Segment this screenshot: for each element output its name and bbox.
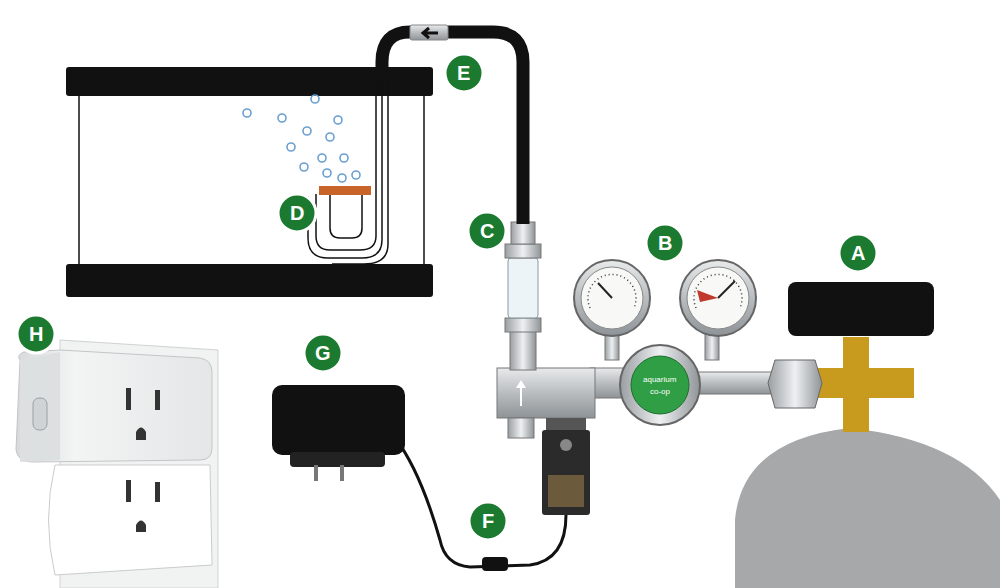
smart-plug-outlet [16,340,218,588]
solenoid-connector [548,475,584,507]
regulator-body [590,345,700,425]
gauge-face [581,267,643,329]
callout-letter: B [658,233,672,253]
gauge-rim [574,260,650,336]
brand-text: co-op [650,388,670,396]
solenoid-coil [542,430,590,515]
co2-cylinder [735,282,1000,588]
callout-letter: C [480,221,494,241]
tank-tubing [308,75,382,258]
counter-nut [505,244,541,258]
inlet-pipe [690,372,780,394]
gauge-red-zone [697,290,718,302]
callout-letter: G [315,343,331,363]
gauge-face [687,267,749,329]
check-valve [410,25,448,40]
ferrite-bead [482,557,508,571]
adapter-prong [314,465,318,481]
tank-tubing [330,194,362,238]
outlet-face [49,465,213,575]
flow-arrow-head [516,380,526,388]
check-valve-body [410,25,448,40]
outlet-slot [126,480,131,502]
tank-bottom-frame [66,264,433,297]
cylinder-nut [768,360,822,408]
power-adapter [272,385,405,481]
callout-letter: A [851,243,865,263]
gauge-needle [598,283,612,298]
callout-letter: E [457,63,470,83]
needle-valve-knob [508,418,534,438]
solenoid-manifold [497,368,595,515]
gauge-scale [588,274,636,308]
smart-plug-button [33,398,47,430]
valve-handle [788,282,934,336]
bubble-counter [505,222,541,370]
counter-base [510,330,536,370]
solenoid-wire [395,438,566,567]
gauge-rim [680,260,756,336]
tank-side [423,92,425,268]
regulator-housing [620,345,700,425]
gauge-scale [694,274,742,308]
aquarium-tank [66,67,433,297]
regulator-badge [631,356,689,414]
smart-plug-side [20,352,60,462]
counter-glass [508,258,538,318]
solenoid-screw [560,439,572,451]
regulator-inlet [690,360,822,408]
adapter-body [272,385,405,455]
plug-slot [126,388,131,410]
valve-crossbar [812,368,914,398]
co2-diffuser [319,186,371,195]
callout-circles [17,54,877,540]
tank-side [78,92,80,268]
tank-tubing [316,75,376,250]
manifold-block [497,368,595,418]
check-valve-arrow [423,28,438,38]
co2-bubbles [243,95,360,182]
gauge-needle [718,281,735,298]
counter-fitting [511,222,535,244]
smart-plug-body [16,350,212,462]
callout-letter: D [290,203,304,223]
cylinder-body [735,428,1000,588]
brand-text: aquarium [643,376,676,384]
callout-letter: F [482,511,494,531]
outlet-slot [155,482,160,502]
tank-top-frame [66,67,433,96]
plug-slot [155,390,160,410]
adapter-base [290,452,385,467]
co2-tubing [382,32,523,224]
adapter-prong [340,465,344,481]
plug-ground [136,428,146,441]
callout-letter: H [29,324,43,344]
outlet-ground [136,521,146,533]
counter-nut [505,318,541,332]
